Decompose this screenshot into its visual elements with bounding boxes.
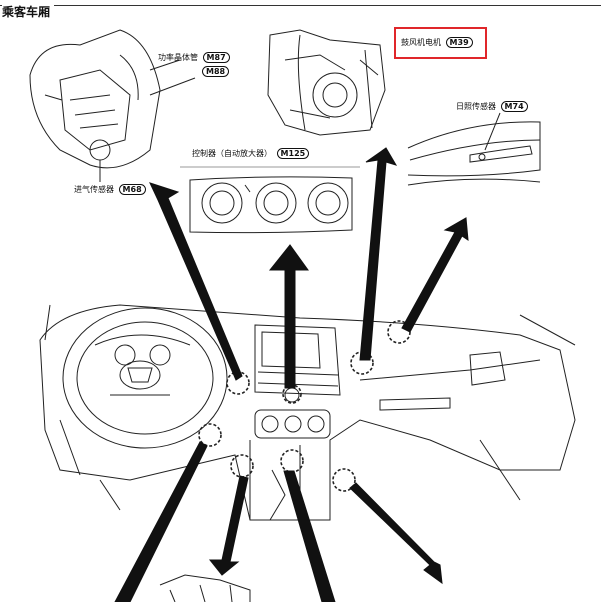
inset-sunload-sensor: [407, 112, 541, 186]
connector-badge: M39: [445, 37, 473, 48]
connector-badge: M68: [118, 184, 146, 195]
callout-blower-motor: 鼓风机电机 M39: [401, 37, 473, 48]
connector-badge: M74: [500, 101, 528, 112]
connector-badge: M125: [276, 148, 310, 159]
connector-badge: M88: [202, 66, 230, 77]
callout-text: 进气传感器: [74, 185, 114, 194]
header-rule: [0, 5, 601, 6]
highlight-box: [394, 27, 487, 59]
connector-badge: M87: [202, 52, 230, 63]
inset-controller: [180, 166, 360, 234]
dashboard-main: [39, 304, 576, 602]
callout-text: 鼓风机电机: [401, 38, 441, 47]
callout-sunload-sensor: 日照传感器 M74: [456, 101, 528, 112]
location-circles: [198, 320, 411, 492]
callout-power-transistor: 功率晶体管 M87: [158, 52, 230, 63]
inset-blower-motor: [267, 29, 386, 136]
callout-text: 功率晶体管: [158, 53, 198, 62]
callout-text: 控制器（自动放大器）: [192, 149, 272, 158]
inset-power-transistor: [29, 29, 196, 182]
callout-text: 日照传感器: [456, 102, 496, 111]
callout-controller: 控制器（自动放大器） M125: [192, 148, 310, 159]
page-title: 乘客车厢: [2, 3, 55, 20]
pointer-arrows: [114, 147, 469, 602]
callout-intake-sensor: 进气传感器 M68: [74, 184, 146, 195]
callout-power-transistor-2: M88: [200, 66, 230, 77]
